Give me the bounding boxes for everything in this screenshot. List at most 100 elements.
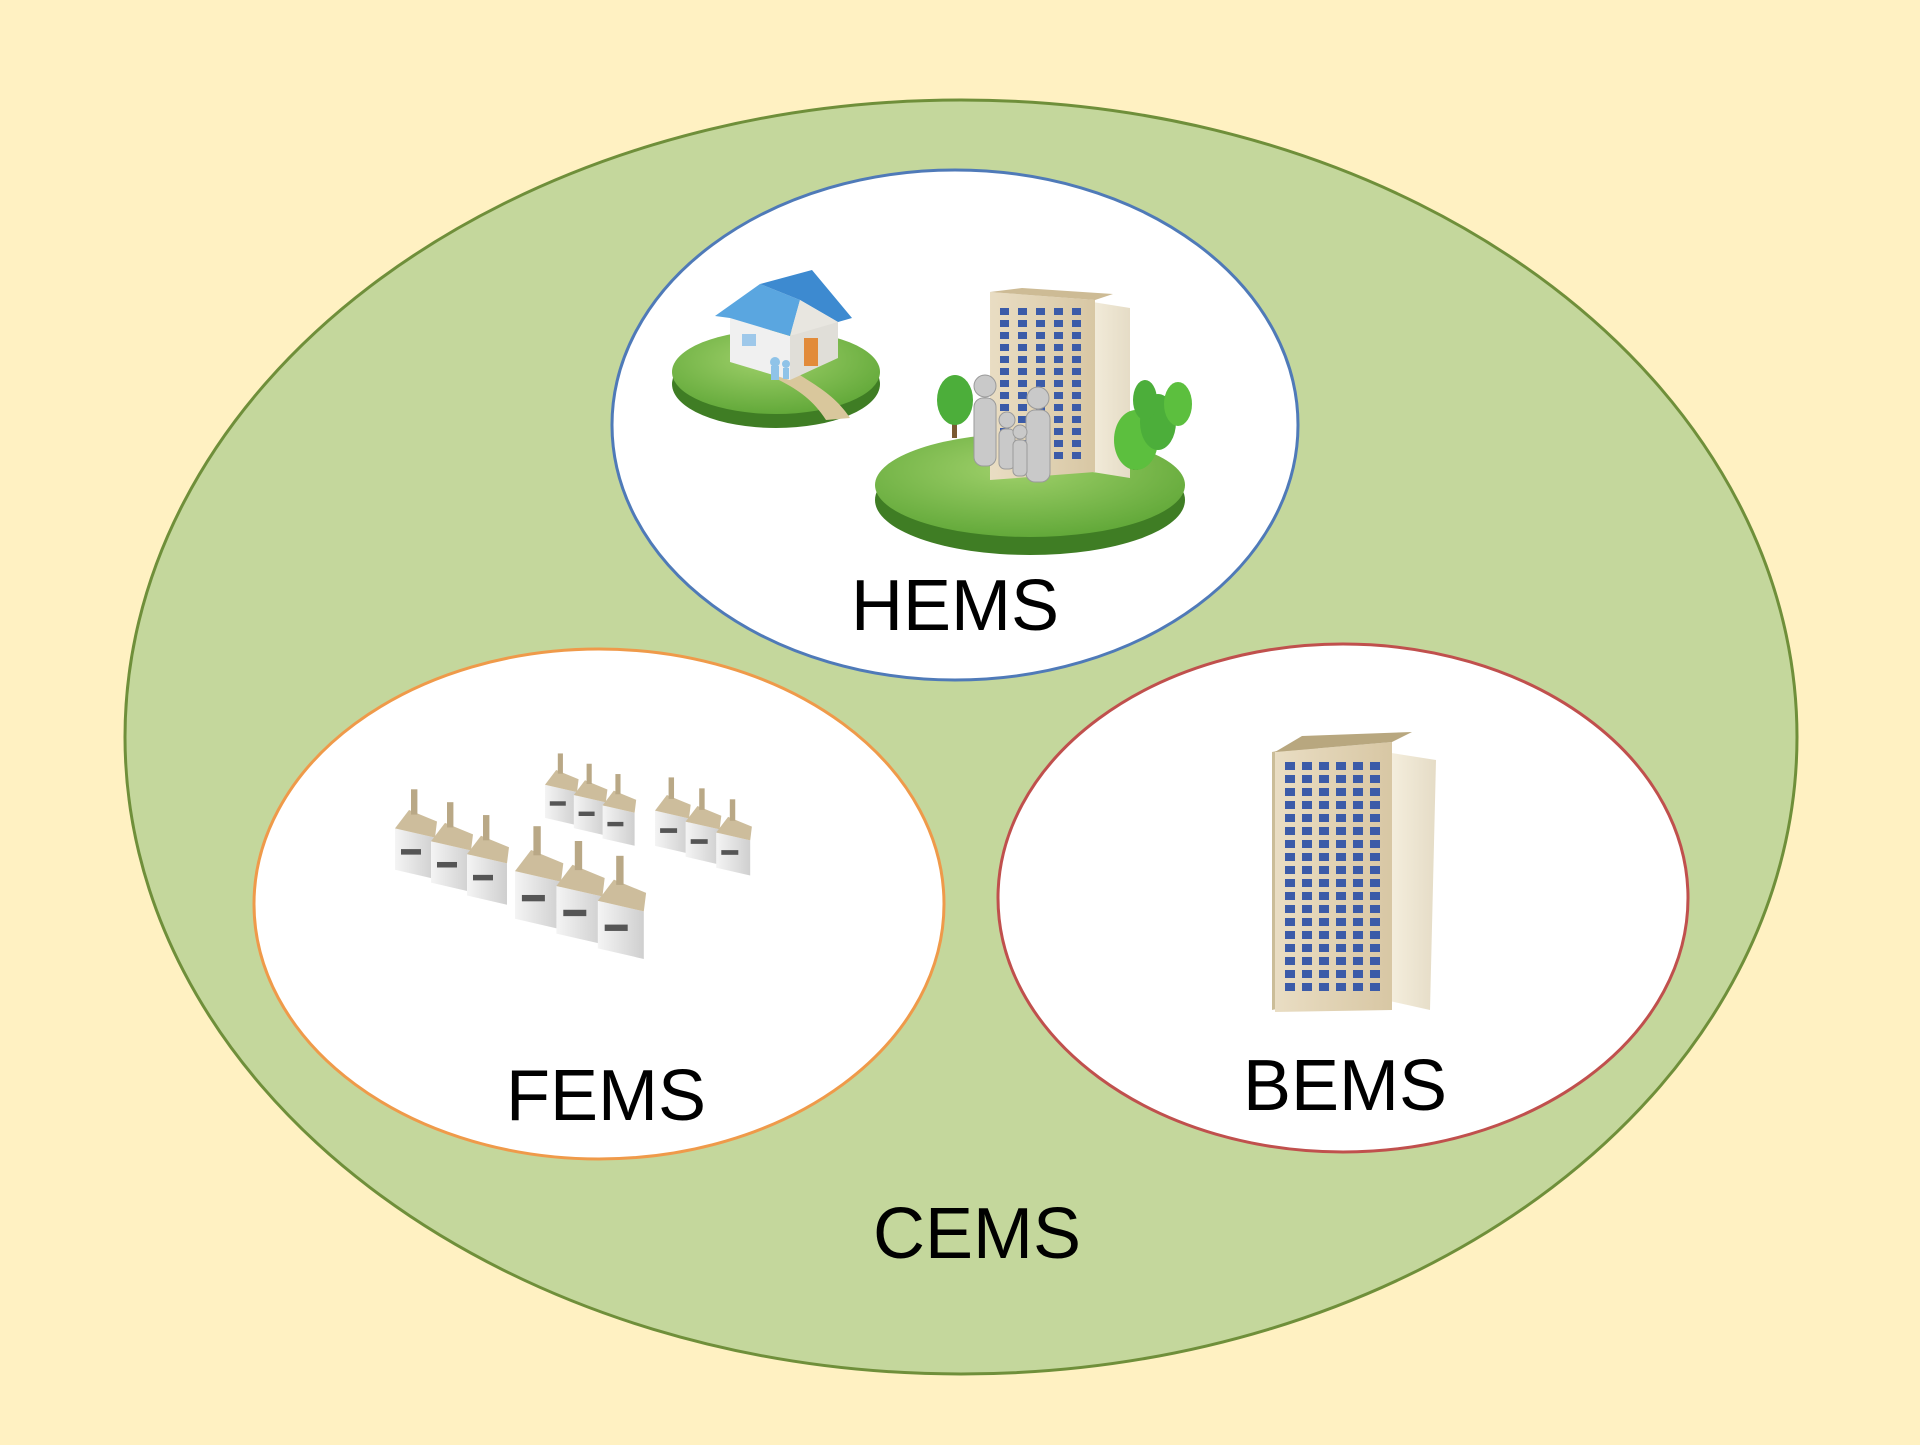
- window-icon: [1319, 762, 1329, 770]
- window-icon: [1018, 416, 1027, 423]
- window-icon: [1353, 944, 1363, 952]
- apartment-family-icon: [875, 288, 1192, 555]
- window-icon: [1370, 931, 1380, 939]
- window-icon: [1302, 957, 1312, 965]
- window-icon: [1036, 356, 1045, 363]
- window-icon: [1018, 320, 1027, 327]
- window-icon: [1370, 840, 1380, 848]
- window-icon: [1072, 308, 1081, 315]
- window-icon: [1319, 827, 1329, 835]
- window-icon: [1319, 957, 1329, 965]
- factory-icon: [515, 826, 647, 959]
- window-icon: [1336, 931, 1346, 939]
- window-icon: [1319, 905, 1329, 913]
- tree-icons: [937, 375, 1192, 470]
- window-icon: [1285, 983, 1295, 991]
- window-icon: [1018, 368, 1027, 375]
- window-icon: [1054, 392, 1063, 399]
- window-icon: [1285, 788, 1295, 796]
- window-icon: [1036, 320, 1045, 327]
- window-icon: [1302, 892, 1312, 900]
- window-icon: [1370, 814, 1380, 822]
- window-icon: [1036, 332, 1045, 339]
- window-icon: [1302, 775, 1312, 783]
- window-icon: [1302, 853, 1312, 861]
- window-icon: [1018, 404, 1027, 411]
- fems-label: FEMS: [506, 1056, 706, 1136]
- window-icon: [1370, 944, 1380, 952]
- window-icon: [1319, 788, 1329, 796]
- window-icon: [1036, 380, 1045, 387]
- window-icon: [1018, 332, 1027, 339]
- window-icon: [1000, 308, 1009, 315]
- window-icon: [1054, 452, 1063, 459]
- window-icon: [1353, 970, 1363, 978]
- family-figures-icon: [973, 374, 1051, 483]
- window-icon: [1072, 356, 1081, 363]
- window-icon: [1285, 827, 1295, 835]
- house-icon: [672, 270, 880, 428]
- window-icon: [1353, 866, 1363, 874]
- window-icon: [1302, 801, 1312, 809]
- window-icon: [1370, 892, 1380, 900]
- window-icon: [1336, 788, 1346, 796]
- window-icon: [1336, 866, 1346, 874]
- window-icon: [1353, 957, 1363, 965]
- window-icon: [1000, 320, 1009, 327]
- window-icon: [1353, 762, 1363, 770]
- window-icon: [1054, 320, 1063, 327]
- window-icon: [1353, 983, 1363, 991]
- window-icon: [1072, 440, 1081, 447]
- window-icon: [1319, 775, 1329, 783]
- window-icon: [1000, 332, 1009, 339]
- window-icon: [1302, 866, 1312, 874]
- window-icon: [1285, 853, 1295, 861]
- window-icon: [1336, 905, 1346, 913]
- factory-icon: [395, 789, 509, 905]
- window-icon: [1353, 840, 1363, 848]
- window-icon: [1285, 814, 1295, 822]
- window-icon: [1353, 905, 1363, 913]
- bems-label: BEMS: [1243, 1046, 1447, 1126]
- window-icon: [1336, 892, 1346, 900]
- window-icon: [1370, 957, 1380, 965]
- window-icon: [1302, 840, 1312, 848]
- window-icon: [1285, 879, 1295, 887]
- office-building-icon: [1272, 732, 1436, 1012]
- window-icon: [1302, 827, 1312, 835]
- bems-group: BEMS: [996, 642, 1690, 1154]
- window-icon: [1285, 918, 1295, 926]
- window-icon: [1285, 905, 1295, 913]
- window-icon: [1336, 827, 1346, 835]
- window-icon: [1054, 428, 1063, 435]
- window-icon: [1072, 416, 1081, 423]
- window-icon: [1319, 892, 1329, 900]
- window-icon: [1000, 404, 1009, 411]
- window-icon: [1054, 368, 1063, 375]
- window-icon: [1336, 983, 1346, 991]
- window-icon: [1370, 801, 1380, 809]
- window-icon: [1072, 404, 1081, 411]
- window-icon: [1285, 775, 1295, 783]
- window-icon: [1319, 983, 1329, 991]
- cems-label: CEMS: [873, 1194, 1081, 1274]
- window-icon: [1018, 392, 1027, 399]
- window-icon: [1370, 853, 1380, 861]
- window-icon: [1319, 970, 1329, 978]
- window-icon: [1353, 892, 1363, 900]
- window-icon: [1353, 814, 1363, 822]
- window-icon: [1370, 866, 1380, 874]
- window-icon: [1285, 892, 1295, 900]
- window-icon: [1336, 853, 1346, 861]
- window-icon: [1018, 308, 1027, 315]
- window-icon: [1319, 866, 1329, 874]
- window-icon: [1302, 788, 1312, 796]
- window-icon: [1018, 356, 1027, 363]
- window-icon: [1370, 788, 1380, 796]
- window-icon: [1054, 356, 1063, 363]
- window-icon: [1000, 356, 1009, 363]
- window-icon: [1302, 983, 1312, 991]
- window-icon: [1054, 344, 1063, 351]
